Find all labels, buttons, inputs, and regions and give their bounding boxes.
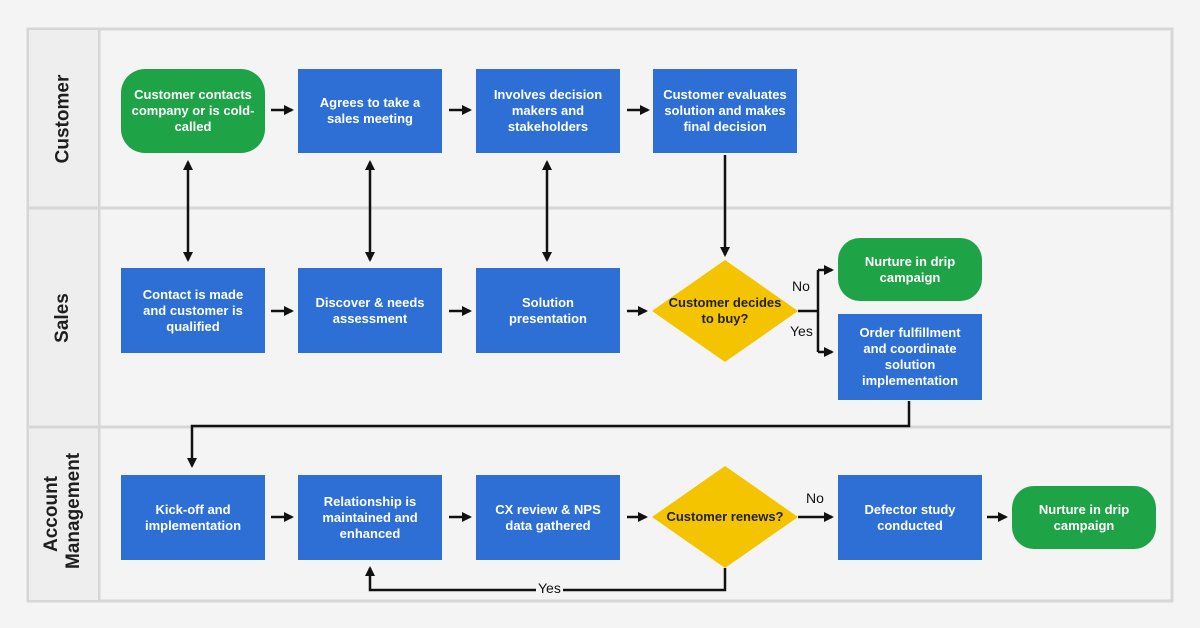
node-defector-study: Defector study conducted bbox=[838, 475, 982, 560]
node-kickoff: Kick-off and implementation bbox=[121, 475, 265, 560]
node-relationship: Relationship is maintained and enhanced bbox=[298, 475, 442, 560]
node-customer-contacts: Customer contacts company or is cold-cal… bbox=[121, 69, 265, 153]
decision-diamond-renew bbox=[652, 466, 798, 568]
lane-header-column bbox=[29, 30, 98, 600]
decision-text-customer-renews: Customer renews? bbox=[666, 509, 784, 524]
decision-text-decides-to-buy: Customer decides to buy? bbox=[668, 295, 782, 326]
edge-label-buy-no: No bbox=[790, 278, 812, 294]
lane-label-customer: Customer bbox=[52, 74, 73, 164]
node-involves-decision: Involves decision makers and stakeholder… bbox=[476, 69, 620, 153]
lane-label-account-management: Account Management bbox=[41, 452, 84, 569]
node-customer-evaluates: Customer evaluates solution and makes fi… bbox=[653, 69, 797, 153]
node-discover-needs: Discover & needs assessment bbox=[298, 268, 442, 353]
node-cx-review: CX review & NPS data gathered bbox=[476, 475, 620, 560]
node-nurture-drip-account: Nurture in drip campaign bbox=[1012, 486, 1156, 549]
node-nurture-drip-sales: Nurture in drip campaign bbox=[838, 238, 982, 301]
decision-diamond-buy bbox=[652, 260, 798, 362]
lane-label-sales: Sales bbox=[52, 293, 73, 343]
node-agrees-meeting: Agrees to take a sales meeting bbox=[298, 69, 442, 153]
edge-label-renews-no: No bbox=[804, 490, 826, 506]
edge-label-renews-yes: Yes bbox=[536, 580, 563, 596]
node-solution-presentation: Solution presentation bbox=[476, 268, 620, 353]
arrow-buy-branches bbox=[798, 270, 820, 352]
connectors bbox=[183, 105, 1008, 592]
edge-label-buy-yes: Yes bbox=[788, 323, 815, 339]
node-order-fulfillment: Order fulfillment and coordinate solutio… bbox=[838, 314, 982, 400]
arrow-order-to-kickoff bbox=[187, 401, 911, 468]
node-contact-made: Contact is made and customer is qualifie… bbox=[121, 268, 265, 353]
